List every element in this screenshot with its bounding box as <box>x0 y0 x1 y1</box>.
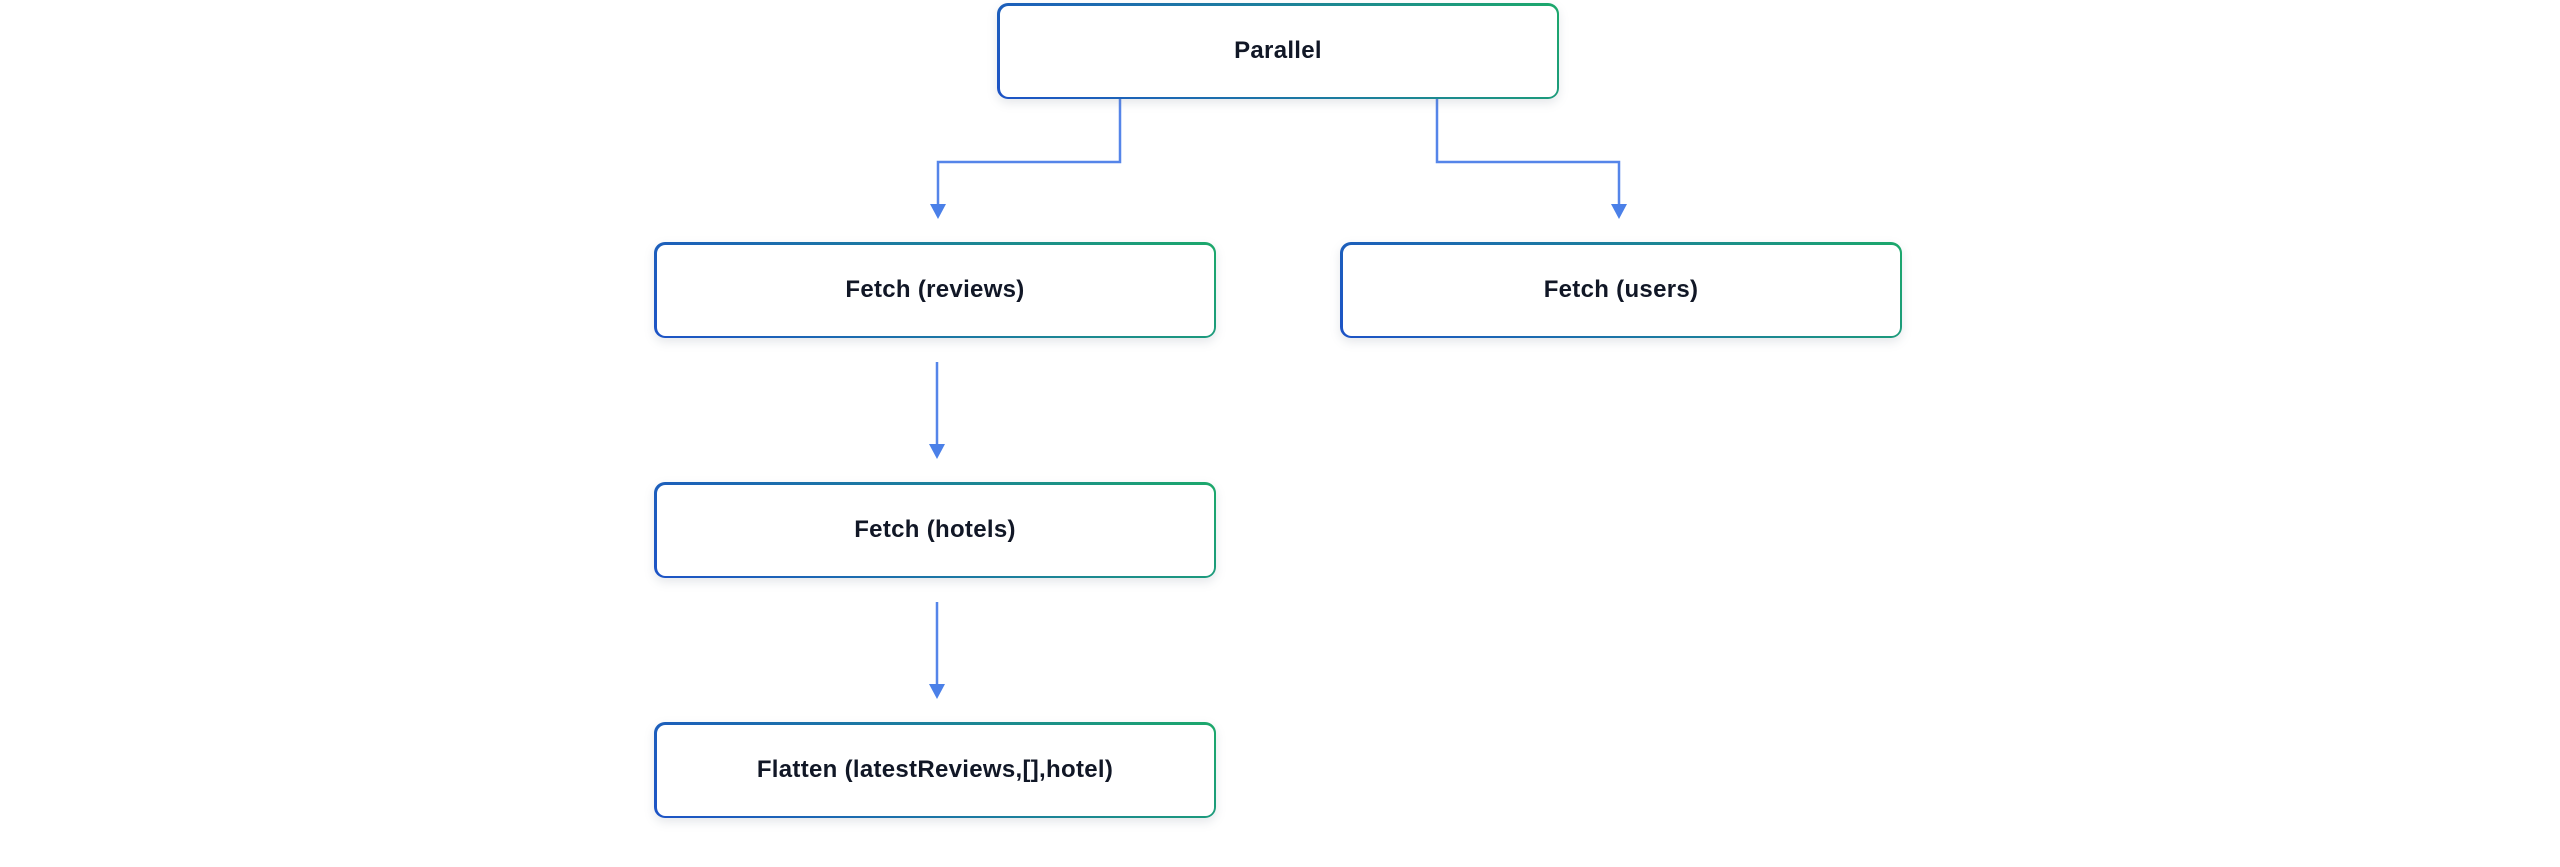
node-body: Fetch (reviews) <box>656 244 1214 336</box>
node-parallel[interactable]: Parallel <box>997 3 1559 99</box>
node-label: Parallel <box>1234 37 1322 64</box>
node-label: Fetch (hotels) <box>854 516 1016 543</box>
node-body: Fetch (hotels) <box>656 484 1214 576</box>
node-body: Parallel <box>999 5 1557 97</box>
node-body: Fetch (users) <box>1342 244 1900 336</box>
node-fetch-users[interactable]: Fetch (users) <box>1340 242 1902 338</box>
node-flatten[interactable]: Flatten (latestReviews,[],hotel) <box>654 722 1216 818</box>
node-label: Fetch (reviews) <box>845 276 1025 303</box>
arrowhead <box>1611 204 1627 219</box>
node-label: Flatten (latestReviews,[],hotel) <box>756 756 1114 783</box>
node-fetch-hotels[interactable]: Fetch (hotels) <box>654 482 1216 578</box>
edge-parallel-to-fetch-users <box>1435 99 1627 219</box>
node-fetch-reviews[interactable]: Fetch (reviews) <box>654 242 1216 338</box>
node-label: Fetch (users) <box>1543 276 1699 303</box>
edge-fetch-hotels-to-flatten <box>929 602 945 699</box>
arrowhead <box>929 444 945 459</box>
arrowhead <box>929 684 945 699</box>
node-body: Flatten (latestReviews,[],hotel) <box>656 724 1214 816</box>
arrowhead <box>930 204 946 219</box>
edge-parallel-to-fetch-reviews <box>930 99 1122 219</box>
edge-fetch-reviews-to-fetch-hotels <box>929 362 945 459</box>
